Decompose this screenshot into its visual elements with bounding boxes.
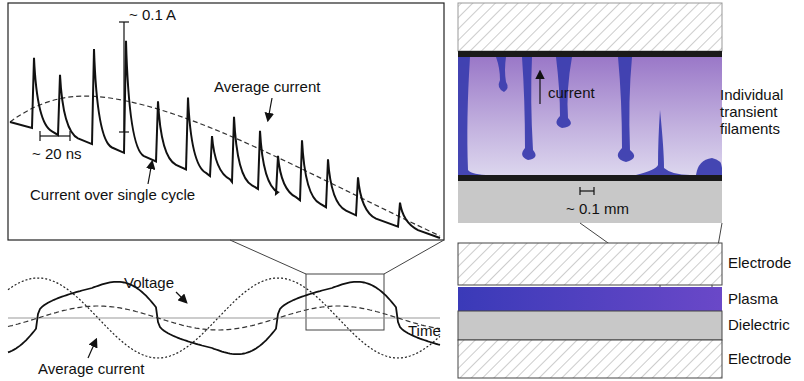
drawing-part: [580, 190, 594, 191]
label: Electrode: [728, 254, 791, 271]
filaments: [458, 57, 722, 175]
drawing-part: [618, 57, 634, 162]
average-current-curve: [10, 96, 440, 236]
amplitude-bar: [119, 22, 129, 132]
drawing-part: [580, 187, 594, 195]
label: Average current: [38, 360, 144, 377]
current-dashed-wave: [8, 306, 440, 330]
label: ~ 0.1 mm: [566, 200, 629, 217]
label: Electrode: [728, 350, 791, 367]
leader-arrow: [88, 340, 96, 358]
drawing-part: [384, 240, 444, 274]
drawing-part: [458, 3, 722, 51]
drawing-part: [69, 131, 70, 141]
drawing-part: [458, 181, 722, 223]
drawing-part: [230, 240, 306, 274]
time-axis: [8, 318, 440, 319]
zoom-cross-section: [458, 3, 722, 223]
leader-arrow: [148, 162, 152, 184]
voltage-curve: [8, 278, 440, 358]
drawing-part: [522, 57, 536, 160]
label: Plasma: [728, 290, 778, 307]
label: Voltage: [124, 274, 174, 291]
time-scale-bar: [40, 131, 70, 141]
drawing-part: [119, 21, 129, 22]
drawing-part: [696, 158, 722, 175]
drawing-part: [458, 57, 490, 175]
drawing-part: [458, 175, 722, 181]
drawing-part: [636, 110, 690, 175]
drawing-part: [458, 243, 722, 285]
current-spikes: [10, 41, 440, 238]
drawing-part: [123, 22, 124, 132]
leader-arrow: [176, 292, 186, 302]
electrode-stack: [458, 243, 722, 378]
drawing-part: [458, 311, 722, 340]
drawing-part: [458, 57, 722, 175]
drawing-part: [539, 72, 540, 104]
label: current: [548, 84, 595, 101]
drawing-part: [579, 187, 580, 195]
drawing-part: [496, 57, 508, 92]
drawing-part: [458, 340, 722, 378]
plot-frame: [8, 3, 444, 240]
drawing-part: [593, 187, 594, 195]
drawing-part: [306, 274, 384, 330]
label: Time: [408, 322, 441, 339]
label: ~ 20 ns: [32, 145, 82, 162]
label: Average current: [214, 78, 320, 95]
drawing-part: [458, 51, 722, 57]
label: Dielectric: [728, 316, 790, 333]
drawing-part: [458, 287, 722, 311]
drawing-part: [119, 131, 129, 132]
drawing-part: [40, 135, 70, 136]
label: ~ 0.1 A: [129, 6, 176, 23]
label: Individual transient filaments: [720, 86, 800, 137]
drawing-part: [39, 131, 40, 141]
label: Current over single cycle: [30, 186, 195, 203]
leader-arrow: [268, 98, 272, 120]
average-current-wave: [8, 282, 440, 354]
